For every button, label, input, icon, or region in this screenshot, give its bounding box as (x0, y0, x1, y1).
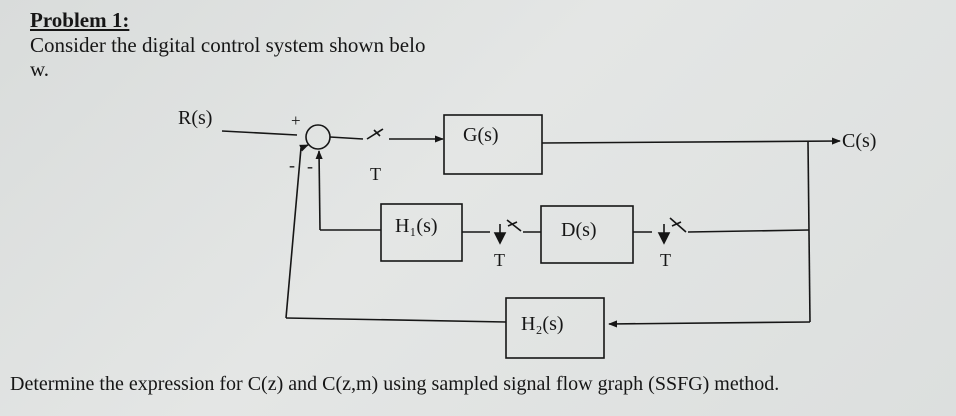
sum-minus-sign: - (289, 155, 295, 175)
block-h2 (505, 297, 605, 359)
block-h2-label: H₂(s) (521, 313, 564, 335)
feedback-trunk-line (807, 141, 811, 323)
sum-minus-sign-inner: - (307, 156, 313, 176)
problem-intro-line1: Consider the digital control system show… (30, 33, 426, 57)
output-label: C(s) (842, 130, 876, 152)
problem-intro-line2: w. (30, 57, 50, 81)
block-g (443, 114, 543, 175)
block-g-label: G(s) (463, 124, 499, 146)
g-output-line (541, 137, 841, 145)
outer-loop-entry (299, 144, 309, 152)
sampler1-label: T (370, 164, 381, 184)
input-label: R(s) (178, 107, 212, 129)
sampler3-switch (669, 217, 687, 233)
inner-branch-line (687, 229, 810, 233)
problem-question: Determine the expression for C(z) and C(… (10, 373, 780, 395)
outer-feedback-line (608, 320, 811, 328)
summing-junction (305, 124, 331, 150)
inner-loop-vertical (315, 150, 323, 231)
sampler3-label: T (660, 250, 671, 270)
sampler2-tick (507, 221, 518, 227)
input-line (221, 130, 298, 136)
sampler1-switch (366, 128, 384, 140)
sampler2-switch (506, 219, 522, 232)
problem-heading: Problem 1: (30, 8, 130, 32)
sampler3-arrow-head (657, 232, 671, 245)
sum-plus-sign: + (291, 111, 301, 130)
sum-to-sampler-line (329, 136, 364, 140)
h2-to-left-line (285, 317, 507, 323)
sampler1-tick (373, 129, 381, 137)
block-h1 (380, 203, 463, 262)
block-d-label: D(s) (561, 219, 597, 241)
sampler3-tick (671, 221, 682, 227)
block-h1-label: H₁(s) (395, 215, 438, 237)
sampler2-arrow-head (493, 232, 507, 245)
outer-loop-vertical (285, 147, 302, 319)
sampler2-label: T (494, 250, 505, 270)
block-d (540, 205, 634, 264)
